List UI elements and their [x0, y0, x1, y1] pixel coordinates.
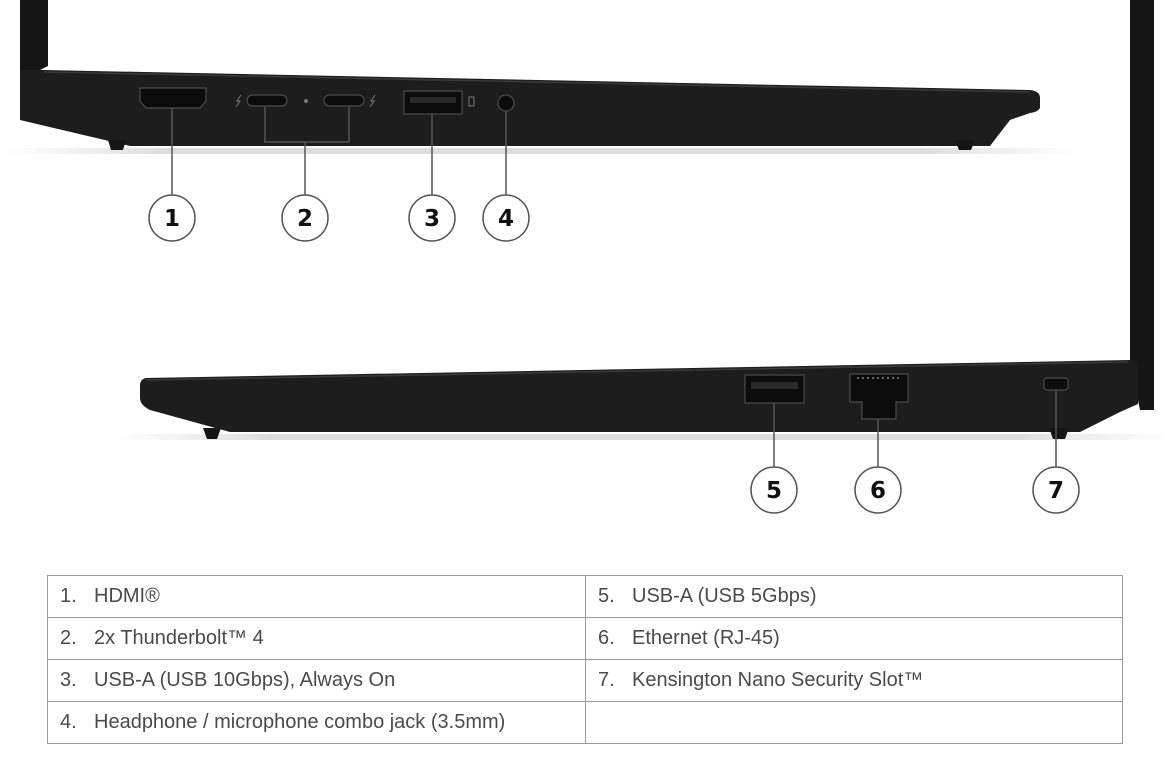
right-foot-rear [1049, 428, 1069, 439]
right-base-edge-highlight [145, 361, 1129, 381]
legend-number: 1. [60, 585, 77, 607]
usb-a-5-tongue [751, 382, 798, 389]
legend-number: 2. [60, 627, 77, 649]
callout-3: 3 [408, 194, 456, 242]
legend-label: HDMI® [94, 585, 160, 607]
callout-5-label: 5 [766, 478, 782, 504]
ports-legend-table: 1. HDMI® 5. USB-A (USB 5Gbps) 2. 2x Thunder… [47, 575, 1123, 744]
callout-2-label: 2 [297, 206, 313, 232]
legend-label: Headphone / microphone combo jack (3.5mm… [94, 711, 506, 733]
left-lid-edge [20, 0, 48, 72]
laptop-ports-illustration: 1 2 3 4 5 6 7 [0, 0, 1176, 514]
legend-number: 7. [598, 669, 615, 691]
legend-item-7: 7. Kensington Nano Security Slot™ [585, 659, 1123, 702]
callout-2: 2 [281, 194, 329, 242]
callout-6: 6 [854, 466, 902, 514]
table-row: 3. USB-A (USB 10Gbps), Always On 7. Kensin… [47, 659, 1123, 702]
callout-7: 7 [1032, 466, 1080, 514]
legend-item-6: 6. Ethernet (RJ-45) [585, 617, 1123, 660]
leader-lines [171, 107, 1057, 467]
callout-3-label: 3 [424, 206, 440, 232]
legend-number: 4. [60, 711, 77, 733]
callout-5: 5 [750, 466, 798, 514]
callout-4-label: 4 [498, 206, 514, 232]
legend-item-3: 3. USB-A (USB 10Gbps), Always On [47, 659, 586, 702]
charge-indicator-light [304, 99, 308, 103]
legend-label: 2x Thunderbolt™ 4 [94, 627, 264, 649]
legend-label: Ethernet (RJ-45) [632, 627, 780, 649]
callout-1-label: 1 [164, 206, 180, 232]
kensington-slot [1043, 377, 1069, 391]
left-base-body [20, 70, 1040, 146]
legend-item-5: 5. USB-A (USB 5Gbps) [585, 575, 1123, 618]
thunderbolt-port-1 [246, 94, 288, 107]
legend-label: USB-A (USB 5Gbps) [632, 585, 817, 607]
ethernet-port [849, 373, 909, 420]
always-on-icon [468, 96, 475, 107]
left-side-shadow [0, 148, 1085, 154]
leader-bracket-2 [264, 107, 350, 143]
usb-a-tongue [410, 97, 456, 103]
legend-item-1: 1. HDMI® [47, 575, 586, 618]
table-row: 2. 2x Thunderbolt™ 4 6. Ethernet (RJ-45) [47, 617, 1123, 660]
legend-label: Kensington Nano Security Slot™ [632, 669, 924, 691]
legend-item-2: 2. 2x Thunderbolt™ 4 [47, 617, 586, 660]
callout-4: 4 [482, 194, 530, 242]
callout-7-label: 7 [1048, 478, 1064, 504]
left-foot-front [108, 140, 126, 150]
legend-number: 3. [60, 669, 77, 691]
left-base-edge-highlight [43, 71, 1031, 93]
thunderbolt-bolt-icon-1 [235, 94, 242, 108]
thunderbolt-bolt-icon-2 [369, 94, 376, 108]
table-row: 1. HDMI® 5. USB-A (USB 5Gbps) [47, 575, 1123, 618]
legend-number: 5. [598, 585, 615, 607]
callout-6-label: 6 [870, 478, 886, 504]
left-side-view [0, 0, 1085, 154]
legend-number: 6. [598, 627, 615, 649]
legend-item-empty [585, 701, 1123, 744]
hdmi-port [139, 87, 207, 109]
right-foot-front [203, 428, 221, 439]
right-side-shadow [110, 434, 1176, 440]
right-side-view [110, 0, 1176, 440]
callout-1: 1 [148, 194, 196, 242]
audio-jack [497, 94, 515, 112]
thunderbolt-port-2 [323, 94, 365, 107]
table-row: 4. Headphone / microphone combo jack (3.5… [47, 701, 1123, 744]
right-lid-edge [1130, 0, 1154, 410]
legend-item-4: 4. Headphone / microphone combo jack (3.5… [47, 701, 586, 744]
left-foot-rear [955, 140, 975, 150]
legend-label: USB-A (USB 10Gbps), Always On [94, 669, 396, 691]
